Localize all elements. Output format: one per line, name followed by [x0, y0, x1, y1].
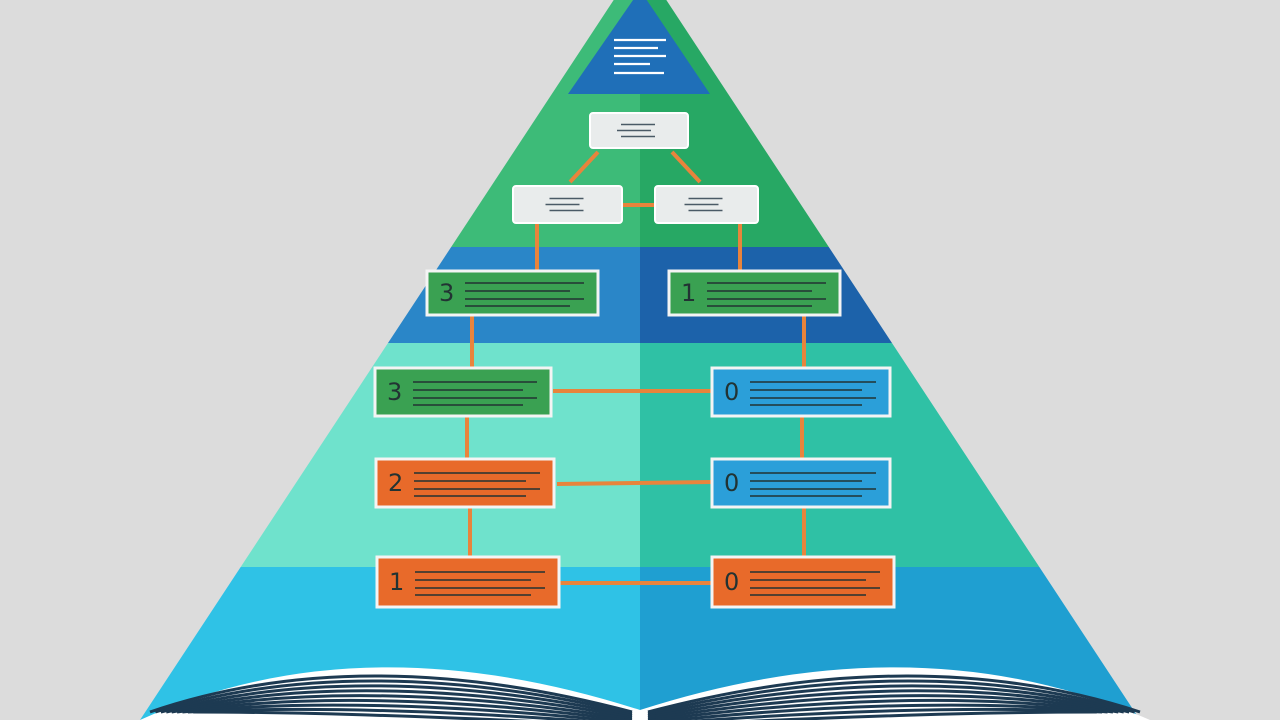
book-page-line-right — [746, 710, 1097, 720]
left-box-3: 2 — [374, 457, 556, 509]
open-book-icon — [140, 667, 1150, 720]
connector-lines — [465, 150, 806, 585]
right-box-1-number: 1 — [681, 279, 696, 307]
left-box-4: 1 — [375, 555, 561, 609]
left-box-3-number: 2 — [388, 469, 403, 497]
left-box-1: 3 — [425, 269, 600, 317]
right-box-2: 0 — [710, 366, 892, 418]
book-page-line-left — [187, 707, 592, 720]
mid-left-box — [512, 185, 623, 224]
book-page-line-left — [176, 698, 633, 720]
book-page-line-right — [647, 684, 1130, 718]
book-page-line-right — [647, 694, 1119, 720]
book-page-line-right — [647, 698, 1114, 720]
book-page-line-left — [193, 710, 534, 720]
right-box-2-number: 0 — [724, 378, 739, 406]
book-page-line-right — [647, 689, 1125, 719]
book-page-line-right — [660, 703, 1108, 720]
top-box — [589, 112, 689, 149]
book-page-line-left — [171, 694, 633, 720]
white-boxes — [512, 112, 759, 224]
left-box-2-number: 3 — [387, 378, 402, 406]
book-page-line-left — [182, 703, 620, 720]
numbered-boxes: 3 3 2 1 1 0 0 0 — [373, 269, 896, 609]
book-page-line-right — [647, 679, 1136, 716]
right-box-1: 1 — [667, 269, 842, 317]
right-box-4: 0 — [710, 555, 896, 609]
right-box-4-number: 0 — [724, 568, 739, 596]
connector-row-3 — [556, 480, 713, 486]
book-page-line-right — [688, 707, 1103, 720]
mid-right-box — [654, 185, 759, 224]
book-page-line-left — [149, 674, 633, 714]
right-box-3-number: 0 — [724, 469, 739, 497]
book-page-line-right — [647, 674, 1141, 714]
book-page-line-left — [154, 679, 633, 716]
left-box-2: 3 — [373, 366, 553, 418]
book-page-line-left — [165, 689, 633, 719]
left-box-1-number: 3 — [439, 279, 454, 307]
connector-top-right — [670, 150, 702, 184]
connector-top-left — [568, 150, 600, 184]
right-box-3: 0 — [710, 457, 892, 509]
left-box-4-number: 1 — [389, 568, 404, 596]
document-lines-icon — [614, 38, 666, 75]
book-page-line-left — [160, 684, 633, 718]
